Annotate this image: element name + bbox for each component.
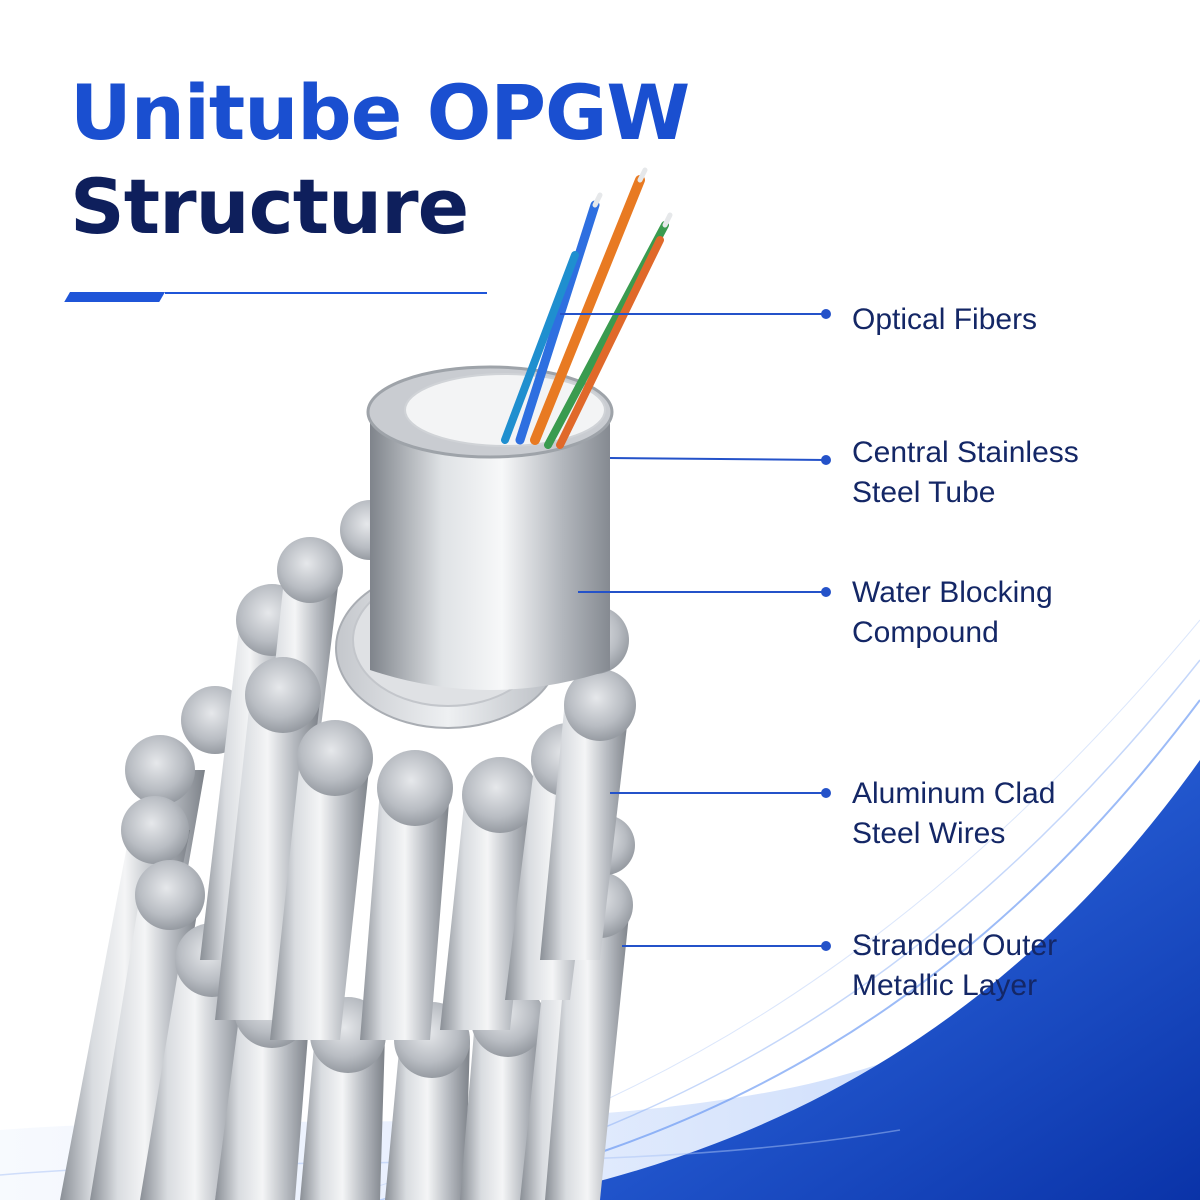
label-line: Compound (852, 616, 999, 649)
title-underline-line (165, 292, 487, 294)
label-line: Central Stainless (852, 436, 1079, 469)
label-water-blocking: Water Blocking Compound (852, 573, 1053, 653)
title-line-1: Unitube OPGW (70, 68, 690, 157)
label-outer-layer: Stranded Outer Metallic Layer (852, 926, 1057, 1006)
label-line: Steel Tube (852, 476, 996, 509)
callout-dot-outer-layer (821, 941, 831, 951)
title-line-2: Structure (70, 162, 469, 251)
label-line: Metallic Layer (852, 969, 1038, 1002)
page-title: Unitube OPGW Structure (70, 66, 690, 254)
label-line: Stranded Outer (852, 929, 1058, 962)
callout-dot-central-tube (821, 455, 831, 465)
label-optical-fibers: Optical Fibers (852, 300, 1037, 340)
leader-central-tube (609, 457, 827, 461)
optical-fiber-bundle (501, 167, 673, 449)
label-line: Steel Wires (852, 817, 1006, 850)
label-acs-wires: Aluminum Clad Steel Wires (852, 774, 1055, 854)
callout-dot-acs-wires (821, 788, 831, 798)
callout-dot-optical-fibers (821, 309, 831, 319)
label-line: Optical Fibers (852, 303, 1038, 336)
label-line: Aluminum Clad (852, 777, 1056, 810)
leader-lines (560, 309, 831, 951)
label-line: Water Blocking (852, 576, 1053, 609)
label-central-tube: Central Stainless Steel Tube (852, 433, 1079, 513)
callout-dot-water-blocking (821, 587, 831, 597)
